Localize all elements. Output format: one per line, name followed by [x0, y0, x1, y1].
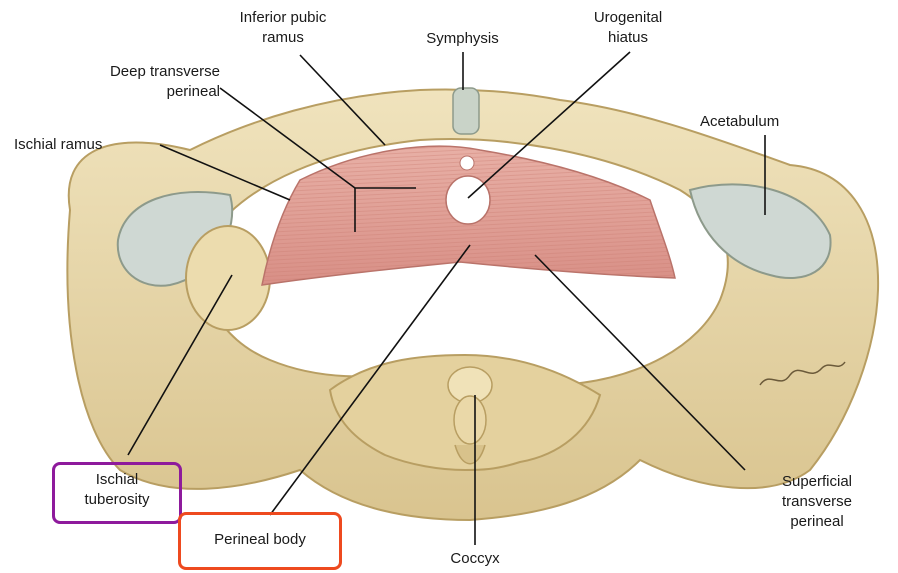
label-coccyx: Coccyx: [425, 549, 525, 569]
label-ischial-tuberosity-line2: tuberosity: [55, 490, 179, 510]
label-symphysis: Symphysis: [400, 29, 525, 49]
urethral-opening: [460, 156, 474, 170]
label-perineal-body: Perineal body: [181, 530, 339, 550]
label-urogenital-hiatus-line2: hiatus: [568, 28, 688, 48]
label-superficial-line2: transverse: [752, 492, 882, 512]
label-urogenital-hiatus-line1: Urogenital: [568, 8, 688, 28]
label-superficial-line1: Superficial: [752, 472, 882, 492]
symphysis-cartilage: [453, 88, 479, 134]
label-ischial-tuberosity-line1: Ischial: [55, 470, 179, 490]
label-deep-transverse-perineal: Deep transverse perineal: [40, 62, 220, 102]
label-superficial-transverse-perineal: Superficial transverse perineal: [752, 472, 882, 532]
label-ischial-ramus: Ischial ramus: [14, 135, 102, 155]
label-superficial-line3: perineal: [752, 512, 882, 532]
label-urogenital-hiatus: Urogenital hiatus: [568, 8, 688, 48]
label-deep-transverse-line2: perineal: [40, 82, 220, 102]
label-inferior-pubic-ramus-line1: Inferior pubic: [218, 8, 348, 28]
ischial-tuberosity-bone: [186, 226, 270, 330]
label-ischial-tuberosity: Ischial tuberosity: [55, 470, 179, 510]
label-acetabulum: Acetabulum: [700, 112, 779, 132]
label-deep-transverse-line1: Deep transverse: [40, 62, 220, 82]
label-inferior-pubic-ramus-line2: ramus: [218, 28, 348, 48]
label-inferior-pubic-ramus: Inferior pubic ramus: [218, 8, 348, 48]
